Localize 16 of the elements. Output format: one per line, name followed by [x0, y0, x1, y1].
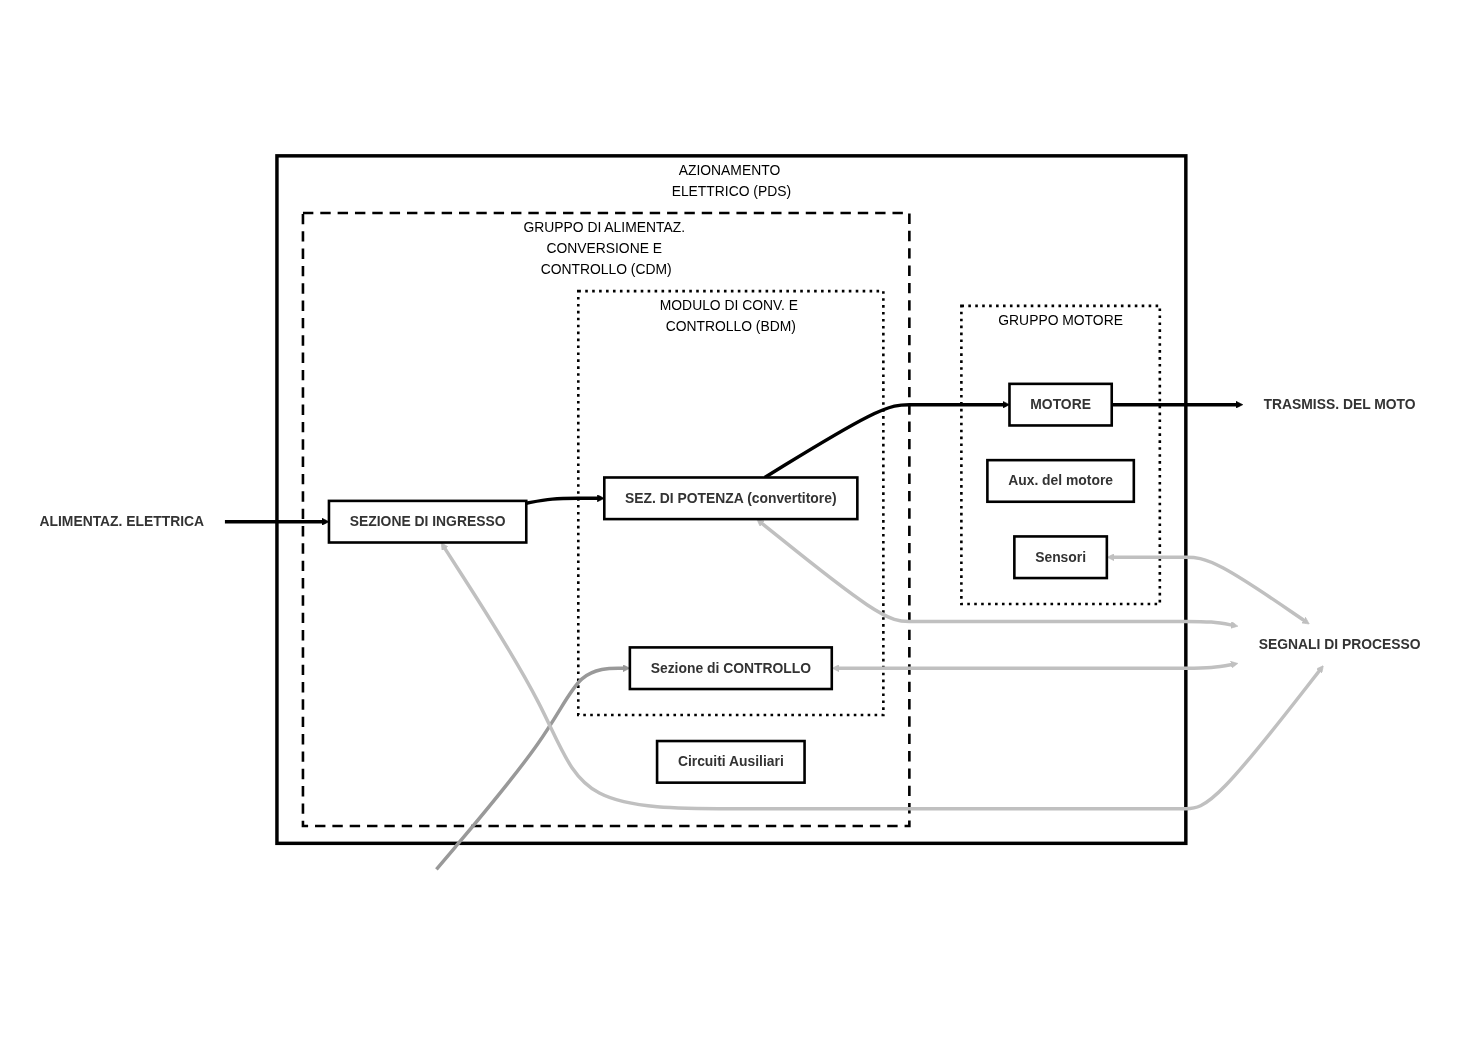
node-box: Aux. del motore: [985, 458, 1135, 504]
arrow: [1106, 553, 1310, 625]
node-text: TRASMISS. DEL MOTO: [1263, 396, 1416, 412]
node-box: Sezione di CONTROLLO: [628, 646, 833, 691]
node-box: Circuiti Ausiliari: [655, 739, 806, 784]
arrow: [224, 517, 329, 526]
arrow: [831, 660, 1238, 673]
node-box: Sensori: [1012, 535, 1108, 580]
node-text: ALIMENTAZ. ELETTRICA: [38, 513, 204, 529]
node-box: SEZIONE DI INGRESSO: [327, 499, 528, 544]
arrow: [434, 664, 630, 871]
arrow: [440, 542, 1324, 811]
arrow: [1111, 400, 1243, 409]
node-text: SEGNALI DI PROCESSO: [1258, 637, 1421, 652]
node-box: MOTORE: [1007, 382, 1113, 427]
node-box: SEZ. DI POTENZA (convertitore): [602, 476, 859, 521]
